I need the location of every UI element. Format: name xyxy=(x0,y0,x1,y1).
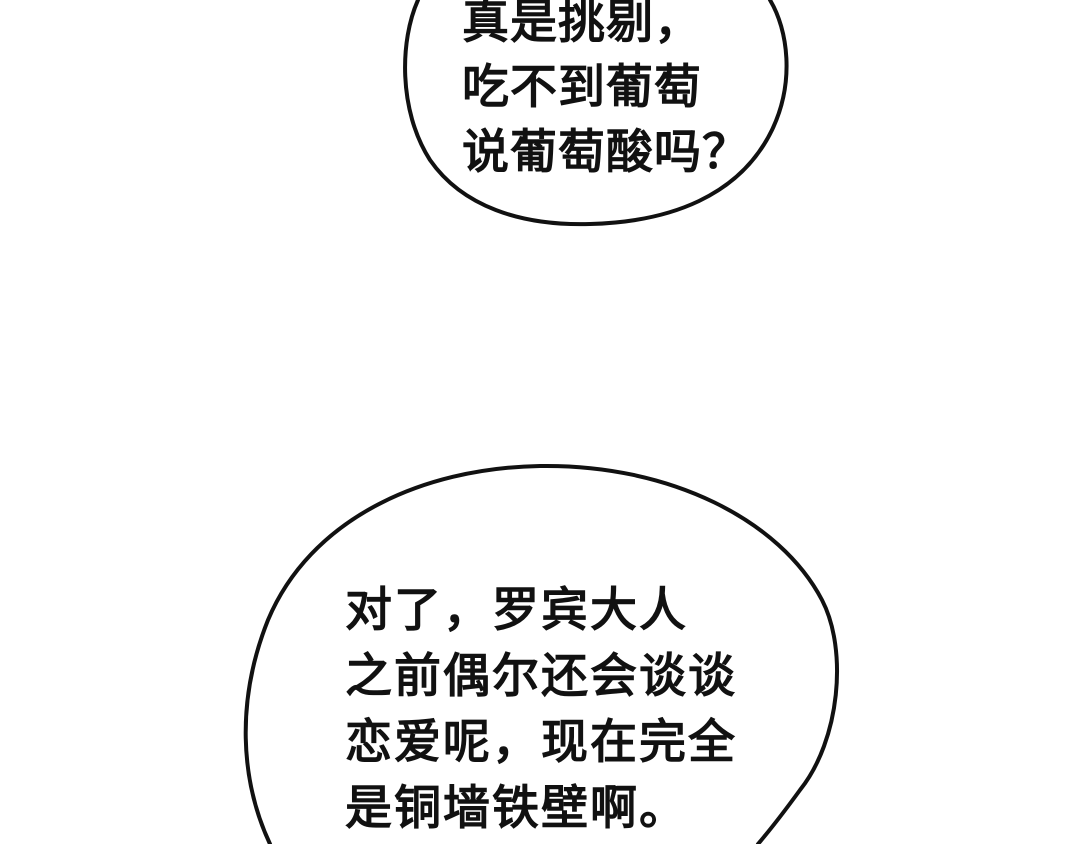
speech-text-top: 真是挑剔， 吃不到葡萄 说葡萄酸吗？ xyxy=(462,0,750,185)
speech-bubble-bottom-outline xyxy=(243,463,840,844)
speech-line: 是铜墙铁壁啊。 xyxy=(345,781,688,836)
speech-line: 之前偶尔还会谈谈 xyxy=(345,649,737,704)
speech-text-bottom: 对了，罗宾大人 之前偶尔还会谈谈 恋爱呢，现在完全 是铜墙铁壁啊。 xyxy=(345,578,737,842)
speech-line: 真是挑剔， xyxy=(462,0,702,50)
speech-line: 吃不到葡萄 xyxy=(462,60,702,115)
speech-line: 说葡萄酸吗？ xyxy=(462,125,750,180)
speech-bubble-top-outline xyxy=(403,0,789,227)
speech-line: 对了，罗宾大人 xyxy=(345,583,688,638)
speech-line: 恋爱呢，现在完全 xyxy=(345,715,737,770)
